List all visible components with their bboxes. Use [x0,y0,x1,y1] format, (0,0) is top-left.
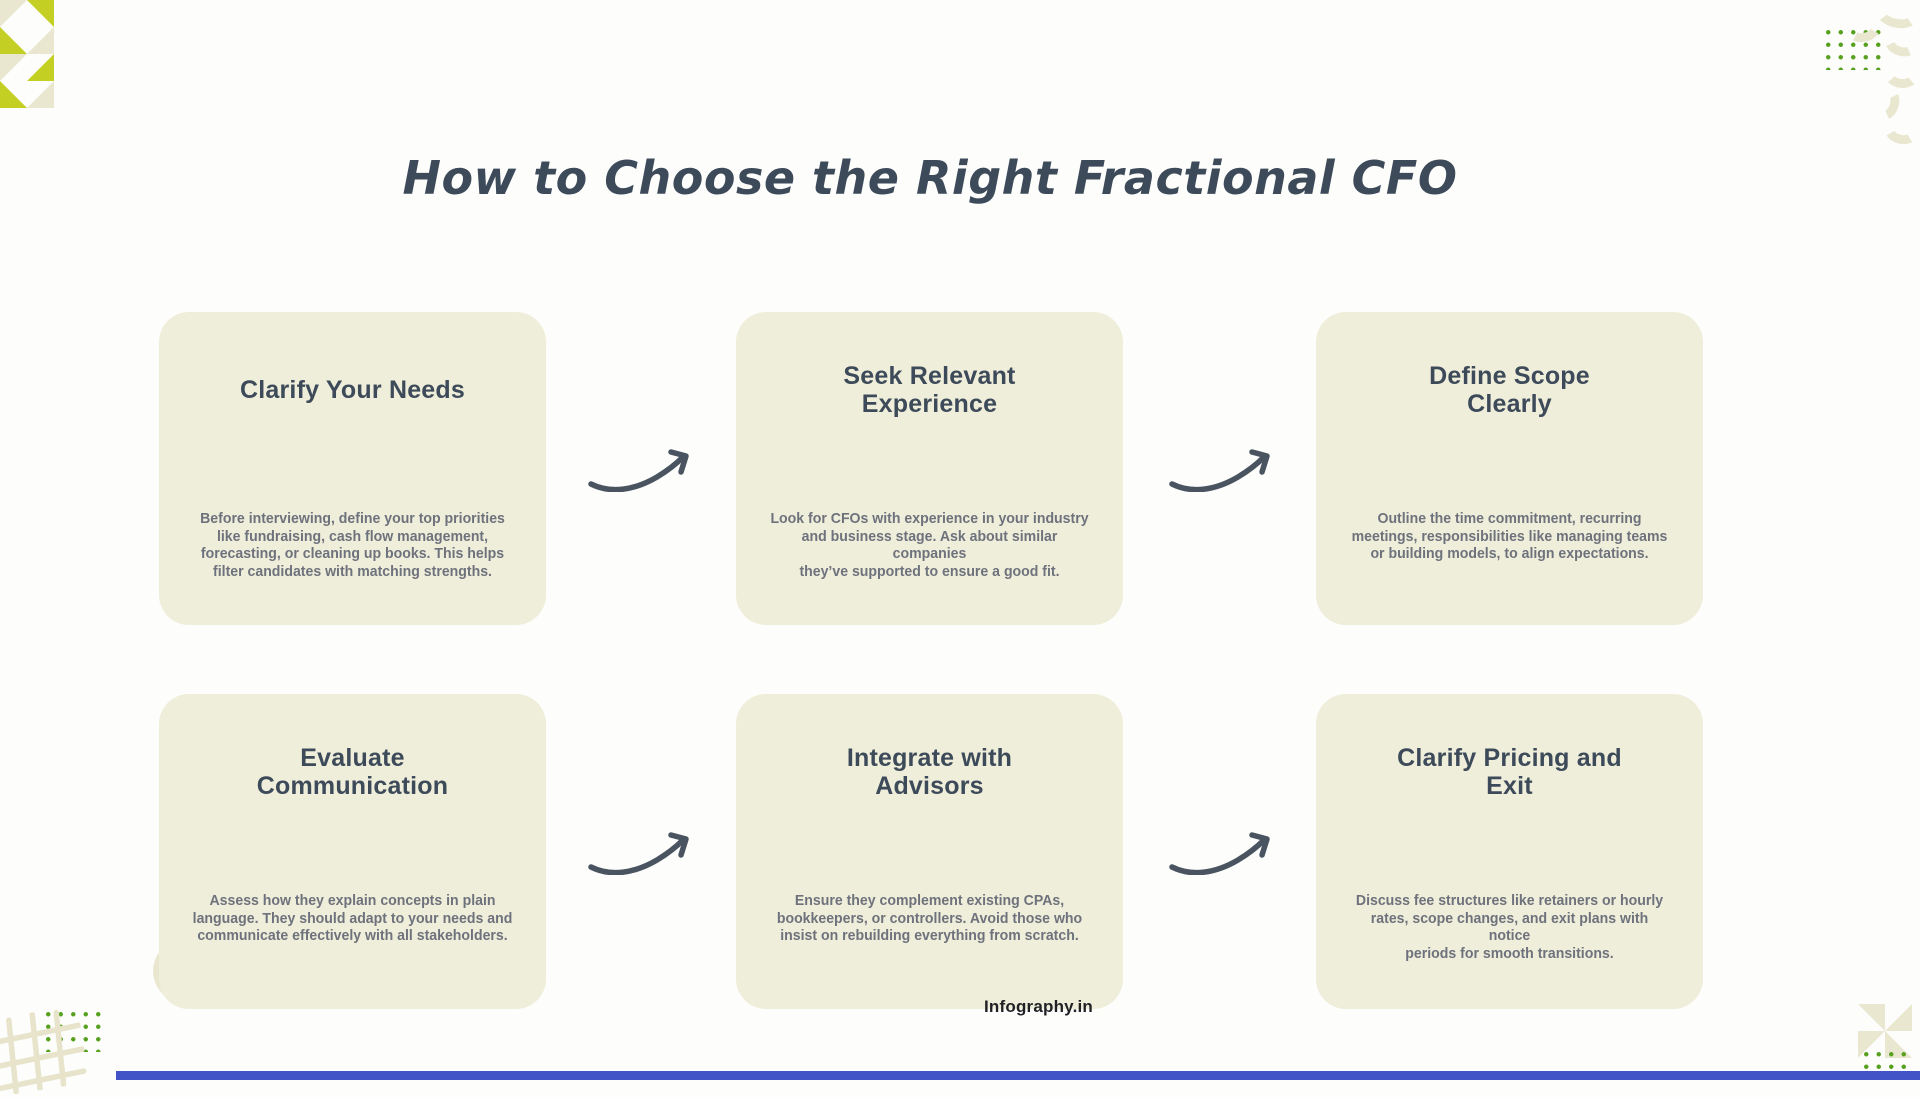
watermark: Infography.in [984,997,1093,1016]
card-title: Seek Relevant Experience [843,362,1016,418]
step-card-evaluate-communication: Evaluate Communication Assess how they e… [159,694,546,1009]
card-title: Integrate with Advisors [846,744,1013,800]
card-title: Clarify Pricing and Exit [1397,744,1622,800]
card-title: Evaluate Communication [256,744,449,800]
triangle-shape [1885,1004,1912,1031]
dot-grid-icon [1822,26,1888,70]
triangle-shape [27,0,54,27]
card-title: Define Scope Clearly [1429,362,1590,418]
step-card-clarify-pricing-and-exit: Clarify Pricing and Exit Discuss fee str… [1316,694,1703,1009]
step-card-clarify-your-needs: Clarify Your Needs Before interviewing, … [159,312,546,625]
page-title: How to Choose the Right Fractional CFO [402,150,1458,205]
triangle-shape [0,0,27,27]
card-title: Clarify Your Needs [240,376,465,404]
triangle-shape [0,81,27,108]
step-card-define-scope-clearly: Define Scope Clearly Outline the time co… [1316,312,1703,625]
triangle-shape [27,54,54,81]
step-card-seek-relevant-experience: Seek Relevant Experience Look for CFOs w… [736,312,1123,625]
triangle-shape [27,81,54,108]
arrow-icon [588,832,689,875]
step-card-integrate-with-advisors: Integrate with Advisors Ensure they comp… [736,694,1123,1009]
card-body: Outline the time commitment, recurring m… [1351,510,1668,563]
triangle-shape [0,54,27,81]
arrow-icon [1169,449,1270,492]
arrow-icon [588,449,689,492]
card-body: Before interviewing, define your top pri… [200,510,505,581]
triangle-shape [27,27,54,54]
card-body: Ensure they complement existing CPAs, bo… [776,892,1083,945]
triangle-shape [1858,1004,1885,1031]
card-body: Assess how they explain concepts in plai… [192,892,513,945]
triangle-shape [0,27,27,54]
accent-bar [116,1071,1920,1080]
arrow-icon [1169,832,1270,875]
sketch-grid-icon [0,1009,87,1095]
card-body: Discuss fee structures like retainers or… [1355,892,1664,963]
card-body: Look for CFOs with experience in your in… [770,510,1089,581]
